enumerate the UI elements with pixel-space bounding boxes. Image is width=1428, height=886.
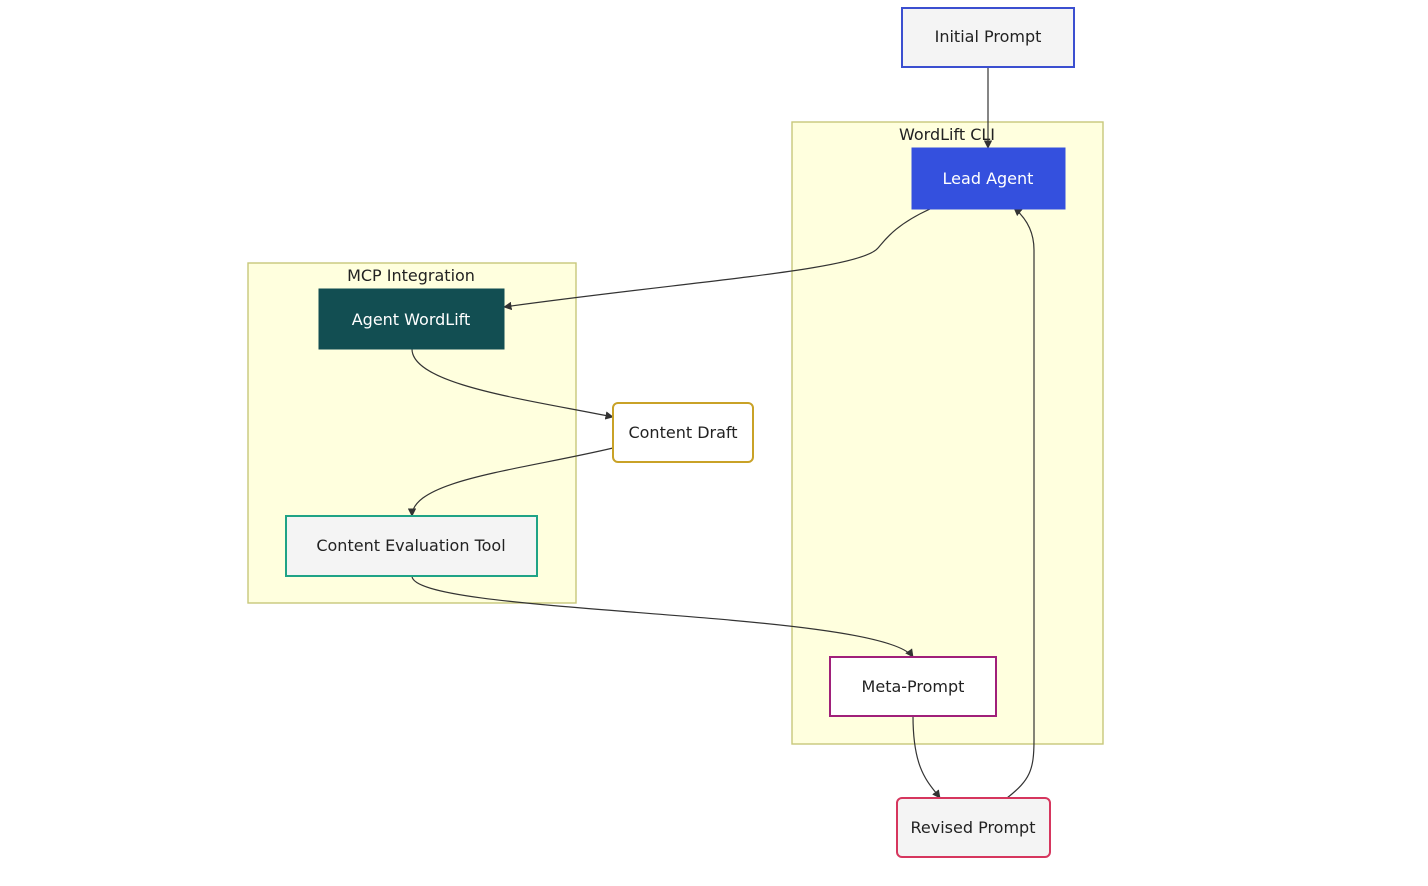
node-revised-prompt-label: Revised Prompt: [911, 818, 1036, 837]
node-revised-prompt: Revised Prompt: [896, 797, 1051, 858]
node-revised-prompt-box: [896, 797, 1051, 858]
node-agent-wordlift-label: Agent WordLift: [352, 310, 471, 329]
node-initial-prompt-label: Initial Prompt: [935, 27, 1042, 46]
node-initial-prompt: Initial Prompt: [901, 7, 1075, 68]
edge-agent-wordlift-to-draft: [411, 348, 614, 420]
node-agent-wordlift: Agent WordLift: [318, 288, 505, 350]
cluster-mcp-integration-label: MCP Integration: [347, 266, 475, 285]
node-meta-prompt: Meta-Prompt: [829, 656, 997, 717]
edge-revised-to-lead: [1006, 207, 1035, 799]
node-initial-prompt-box: [901, 7, 1075, 68]
node-content-draft: Content Draft: [612, 402, 754, 463]
edge-meta-to-revised: [912, 715, 941, 799]
node-content-evaluation-tool: Content Evaluation Tool: [285, 515, 538, 577]
edge-draft-to-evaluation: [407, 447, 614, 517]
node-content-evaluation-tool-box: [285, 515, 538, 577]
edge-evaluation-to-meta: [411, 575, 914, 658]
cluster-wordlift-cli-label: WordLift CLI: [899, 125, 995, 144]
node-content-draft-box: [612, 402, 754, 463]
node-meta-prompt-box: [829, 656, 997, 717]
edge-lead-to-agent-wordlift: [503, 208, 931, 311]
cluster-wordlift-cli: WordLift CLI: [791, 121, 1104, 745]
node-lead-agent-box: [911, 147, 1066, 210]
node-lead-agent-label: Lead Agent: [943, 169, 1034, 188]
node-agent-wordlift-box: [318, 288, 505, 350]
node-meta-prompt-label: Meta-Prompt: [862, 677, 965, 696]
node-content-evaluation-tool-label: Content Evaluation Tool: [316, 536, 505, 555]
node-content-draft-label: Content Draft: [628, 423, 737, 442]
node-lead-agent: Lead Agent: [911, 147, 1066, 210]
